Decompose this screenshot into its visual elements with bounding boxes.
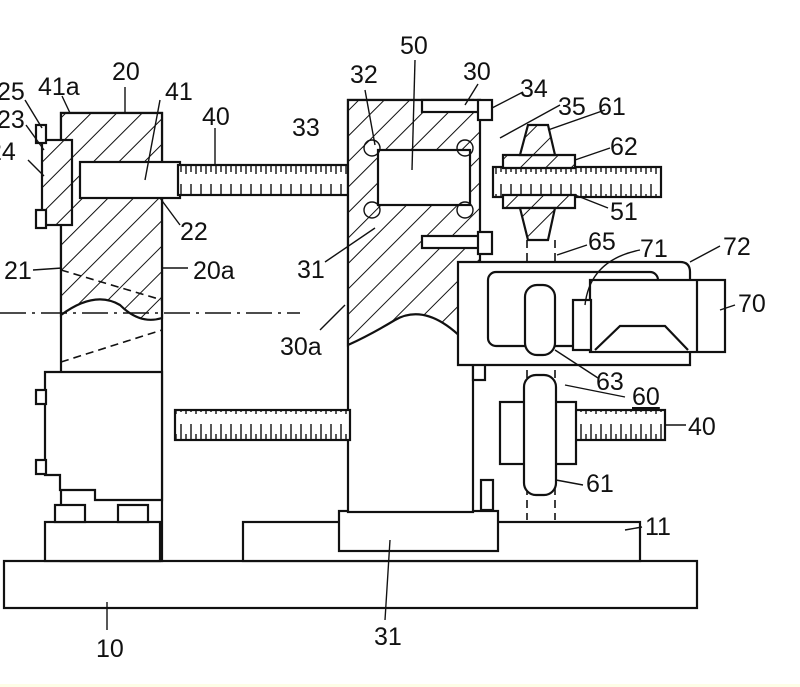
label-70: 70 [738,290,766,318]
label-32: 32 [350,61,378,89]
label-31-top: 31 [297,256,325,284]
bolt-head [118,505,148,522]
label-61-lower: 61 [586,470,614,498]
motor-70 [590,280,725,352]
fixed-plate-section [61,113,162,320]
base-plate-10 [4,561,697,608]
shaft-41 [80,162,180,198]
bearing-housing [45,372,162,500]
bolt [36,210,46,228]
bolt-head [55,505,85,522]
label-61-top: 61 [598,93,626,121]
label-62: 62 [610,133,638,161]
label-60: 60 [632,383,660,411]
screw-shaft-40-lower [175,410,350,440]
label-21: 21 [4,257,32,285]
label-41a: 41a [38,73,80,101]
label-34: 34 [520,75,548,103]
label-20a: 20a [193,257,235,285]
label-31-bottom: 31 [374,623,402,651]
label-11: 11 [645,513,671,541]
motor-shaft-71 [573,300,591,350]
screw-shaft-lower [575,410,665,440]
bolt-34 [422,100,480,112]
label-40-top: 40 [202,103,230,131]
foot-block [45,522,160,561]
label-41: 41 [165,78,193,106]
ball-nut-50 [378,150,470,205]
label-22: 22 [180,218,208,246]
label-20: 20 [112,58,140,86]
label-33: 33 [292,114,320,142]
label-65: 65 [588,228,616,256]
bolt [481,480,493,510]
bolt [422,236,480,248]
label-50: 50 [400,32,428,60]
bolt-head-34 [478,100,492,120]
label-25: 25 [0,78,25,106]
label-63: 63 [596,368,624,396]
bolt-head [478,232,492,254]
bolt [36,390,46,404]
label-72: 72 [723,233,751,261]
label-30: 30 [463,58,491,86]
label-24: 24 [0,138,16,166]
label-35: 35 [558,93,586,121]
label-71: 71 [640,235,668,263]
drive-sprocket-63 [525,285,555,355]
label-30a: 30a [280,333,322,361]
screw-shaft-right [493,167,661,197]
label-10: 10 [96,635,124,663]
label-51: 51 [610,198,638,226]
label-40-lower: 40 [688,413,716,441]
bolt [36,460,46,474]
label-23: 23 [0,106,25,134]
sprocket-61-lower [524,375,556,495]
slider-31 [339,511,498,551]
